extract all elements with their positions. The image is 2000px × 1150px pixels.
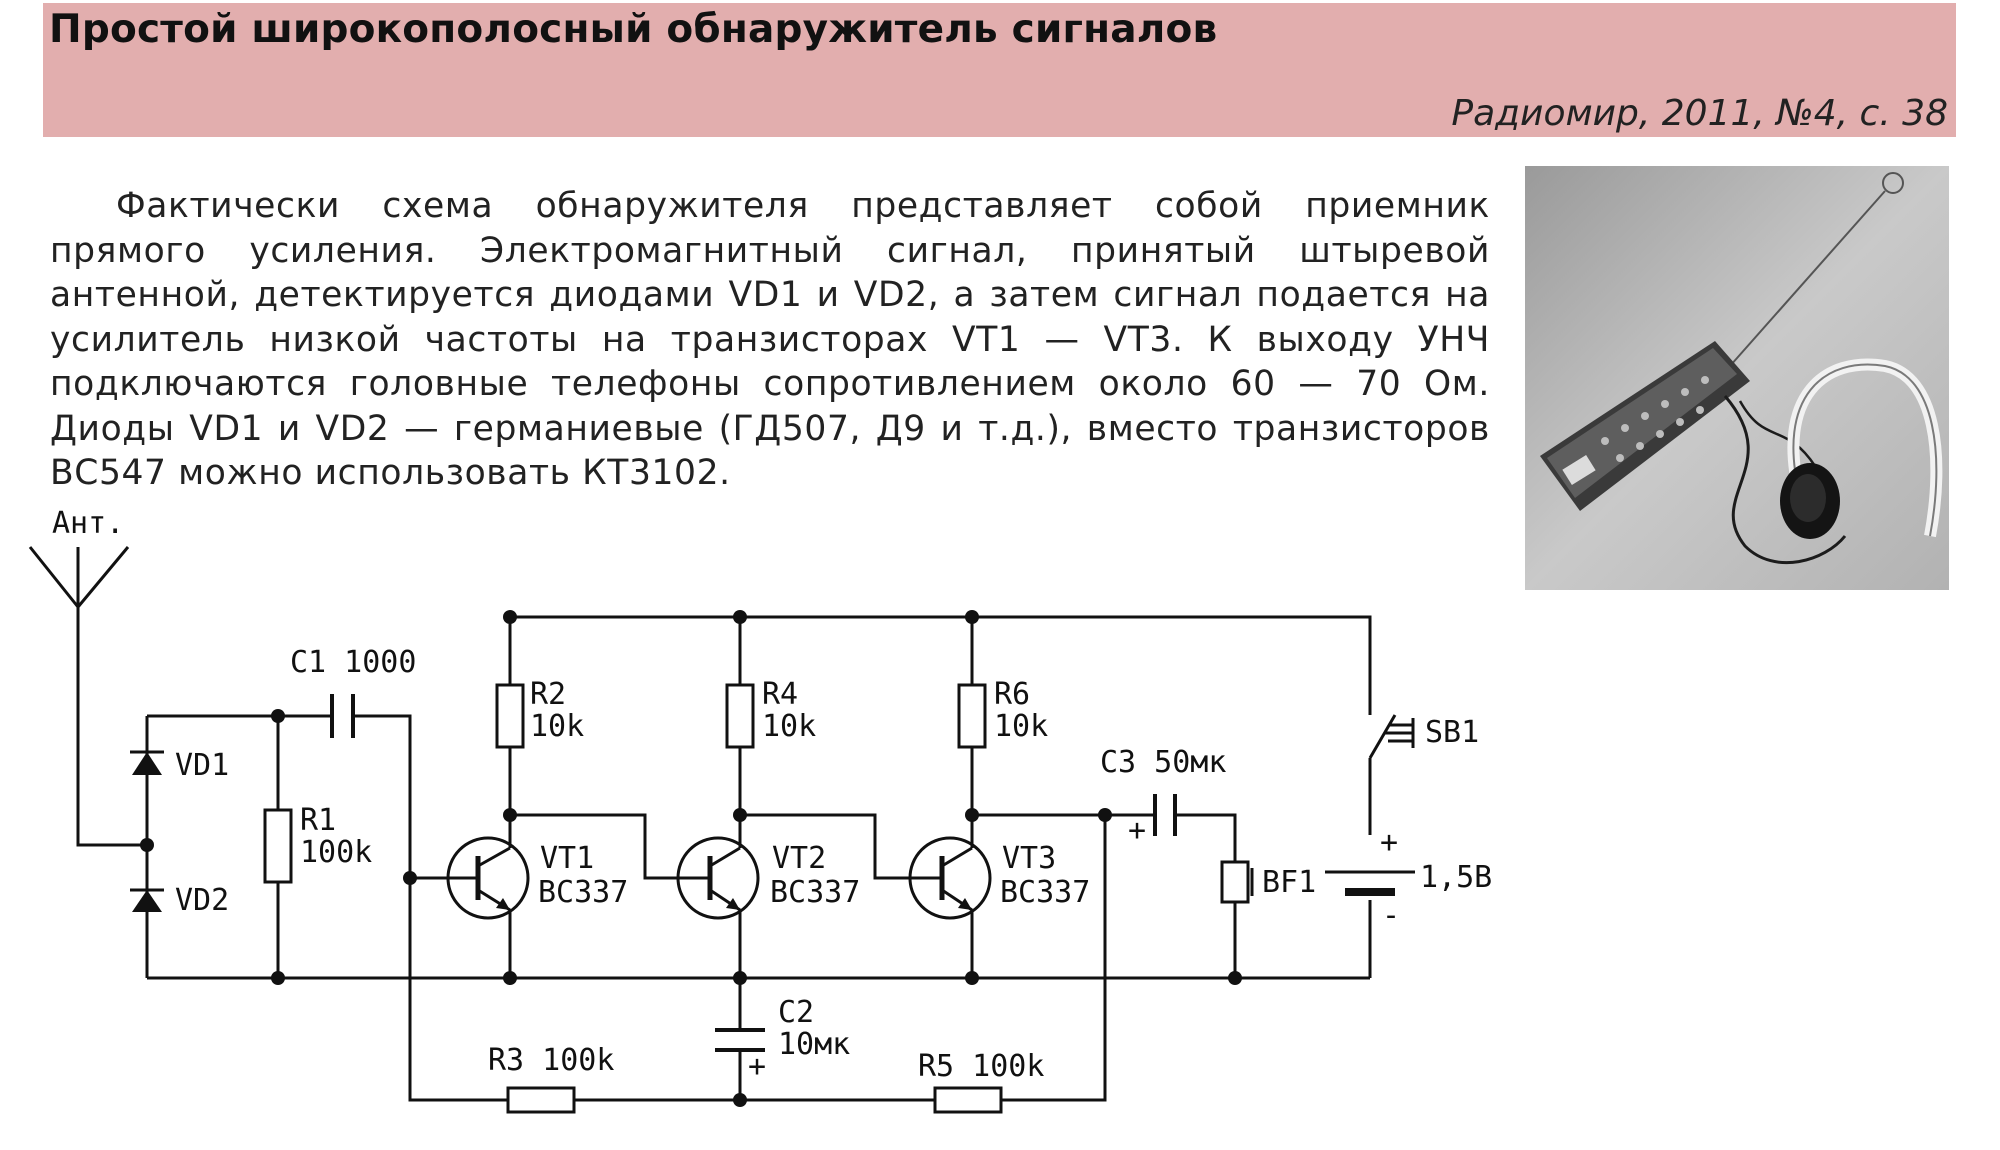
label-r5: R5 100k bbox=[918, 1049, 1044, 1084]
article-source: Радиомир, 2011, №4, с. 38 bbox=[1451, 93, 1948, 134]
label-vd2: VD2 bbox=[175, 883, 229, 918]
schematic-wires bbox=[76, 607, 1372, 1102]
article-header: Простой широкополосный обнаружитель сигн… bbox=[43, 3, 1956, 137]
antenna-symbol bbox=[28, 546, 130, 608]
capacitor-c2 bbox=[715, 1028, 765, 1052]
article-paragraph: Фактически схема обнаружителя представля… bbox=[50, 186, 1490, 493]
label-c3-plus: + bbox=[1128, 813, 1146, 848]
resistor-r4 bbox=[725, 683, 755, 749]
transistor-vt1 bbox=[446, 836, 530, 920]
resistor-r5 bbox=[933, 1086, 1003, 1114]
label-r1-value: 100k bbox=[300, 835, 372, 870]
label-sb1: SB1 bbox=[1425, 715, 1479, 750]
label-battery-minus: - bbox=[1382, 898, 1400, 933]
label-vt2-name: VT2 bbox=[772, 841, 826, 876]
resistor-r2 bbox=[495, 683, 525, 749]
label-vt3-name: VT3 bbox=[1002, 841, 1056, 876]
label-vt3-type: BC337 bbox=[1000, 875, 1090, 910]
label-bf1: BF1 bbox=[1262, 865, 1316, 900]
label-r1-name: R1 bbox=[300, 803, 336, 838]
resistor-r1 bbox=[263, 808, 293, 884]
label-c3: C3 50мк bbox=[1100, 745, 1226, 780]
label-vt1-type: BC337 bbox=[538, 875, 628, 910]
label-r6-name: R6 bbox=[994, 677, 1030, 712]
diode-vd1 bbox=[130, 750, 164, 775]
resistor-r6 bbox=[957, 683, 987, 749]
label-r2-name: R2 bbox=[530, 677, 566, 712]
battery-symbol bbox=[1325, 870, 1415, 896]
transistor-vt3 bbox=[908, 836, 992, 920]
label-vt1-name: VT1 bbox=[540, 841, 594, 876]
label-r6-value: 10k bbox=[994, 709, 1048, 744]
switch-sb1 bbox=[1368, 714, 1415, 759]
label-r4-name: R4 bbox=[762, 677, 798, 712]
label-r2-value: 10k bbox=[530, 709, 584, 744]
label-c1: C1 1000 bbox=[290, 645, 416, 680]
capacitor-c1 bbox=[330, 694, 355, 738]
label-battery: 1,5B bbox=[1420, 860, 1492, 895]
label-vt2-type: BC337 bbox=[770, 875, 860, 910]
capacitor-c3 bbox=[1153, 794, 1177, 836]
transistor-vt2 bbox=[676, 836, 760, 920]
headphone-bf1 bbox=[1220, 860, 1250, 904]
label-battery-plus: + bbox=[1380, 825, 1398, 860]
diode-vd2 bbox=[130, 888, 164, 912]
label-c2-value: 10мк bbox=[778, 1027, 850, 1062]
resistor-r3 bbox=[506, 1086, 576, 1114]
label-r3: R3 100k bbox=[488, 1043, 614, 1078]
label-vd1: VD1 bbox=[175, 748, 229, 783]
article-title: Простой широкополосный обнаружитель сигн… bbox=[49, 7, 1218, 52]
junction-dots bbox=[140, 610, 1242, 1107]
label-r4-value: 10k bbox=[762, 709, 816, 744]
label-c2-plus: + bbox=[748, 1049, 766, 1084]
label-antenna: Ант. bbox=[52, 506, 124, 541]
circuit-schematic: Ант. C1 1000 VD1 VD2 R1 100k R2 10k R4 1… bbox=[28, 506, 1492, 1114]
device-photo bbox=[1525, 166, 1949, 590]
label-c2-name: C2 bbox=[778, 995, 814, 1030]
